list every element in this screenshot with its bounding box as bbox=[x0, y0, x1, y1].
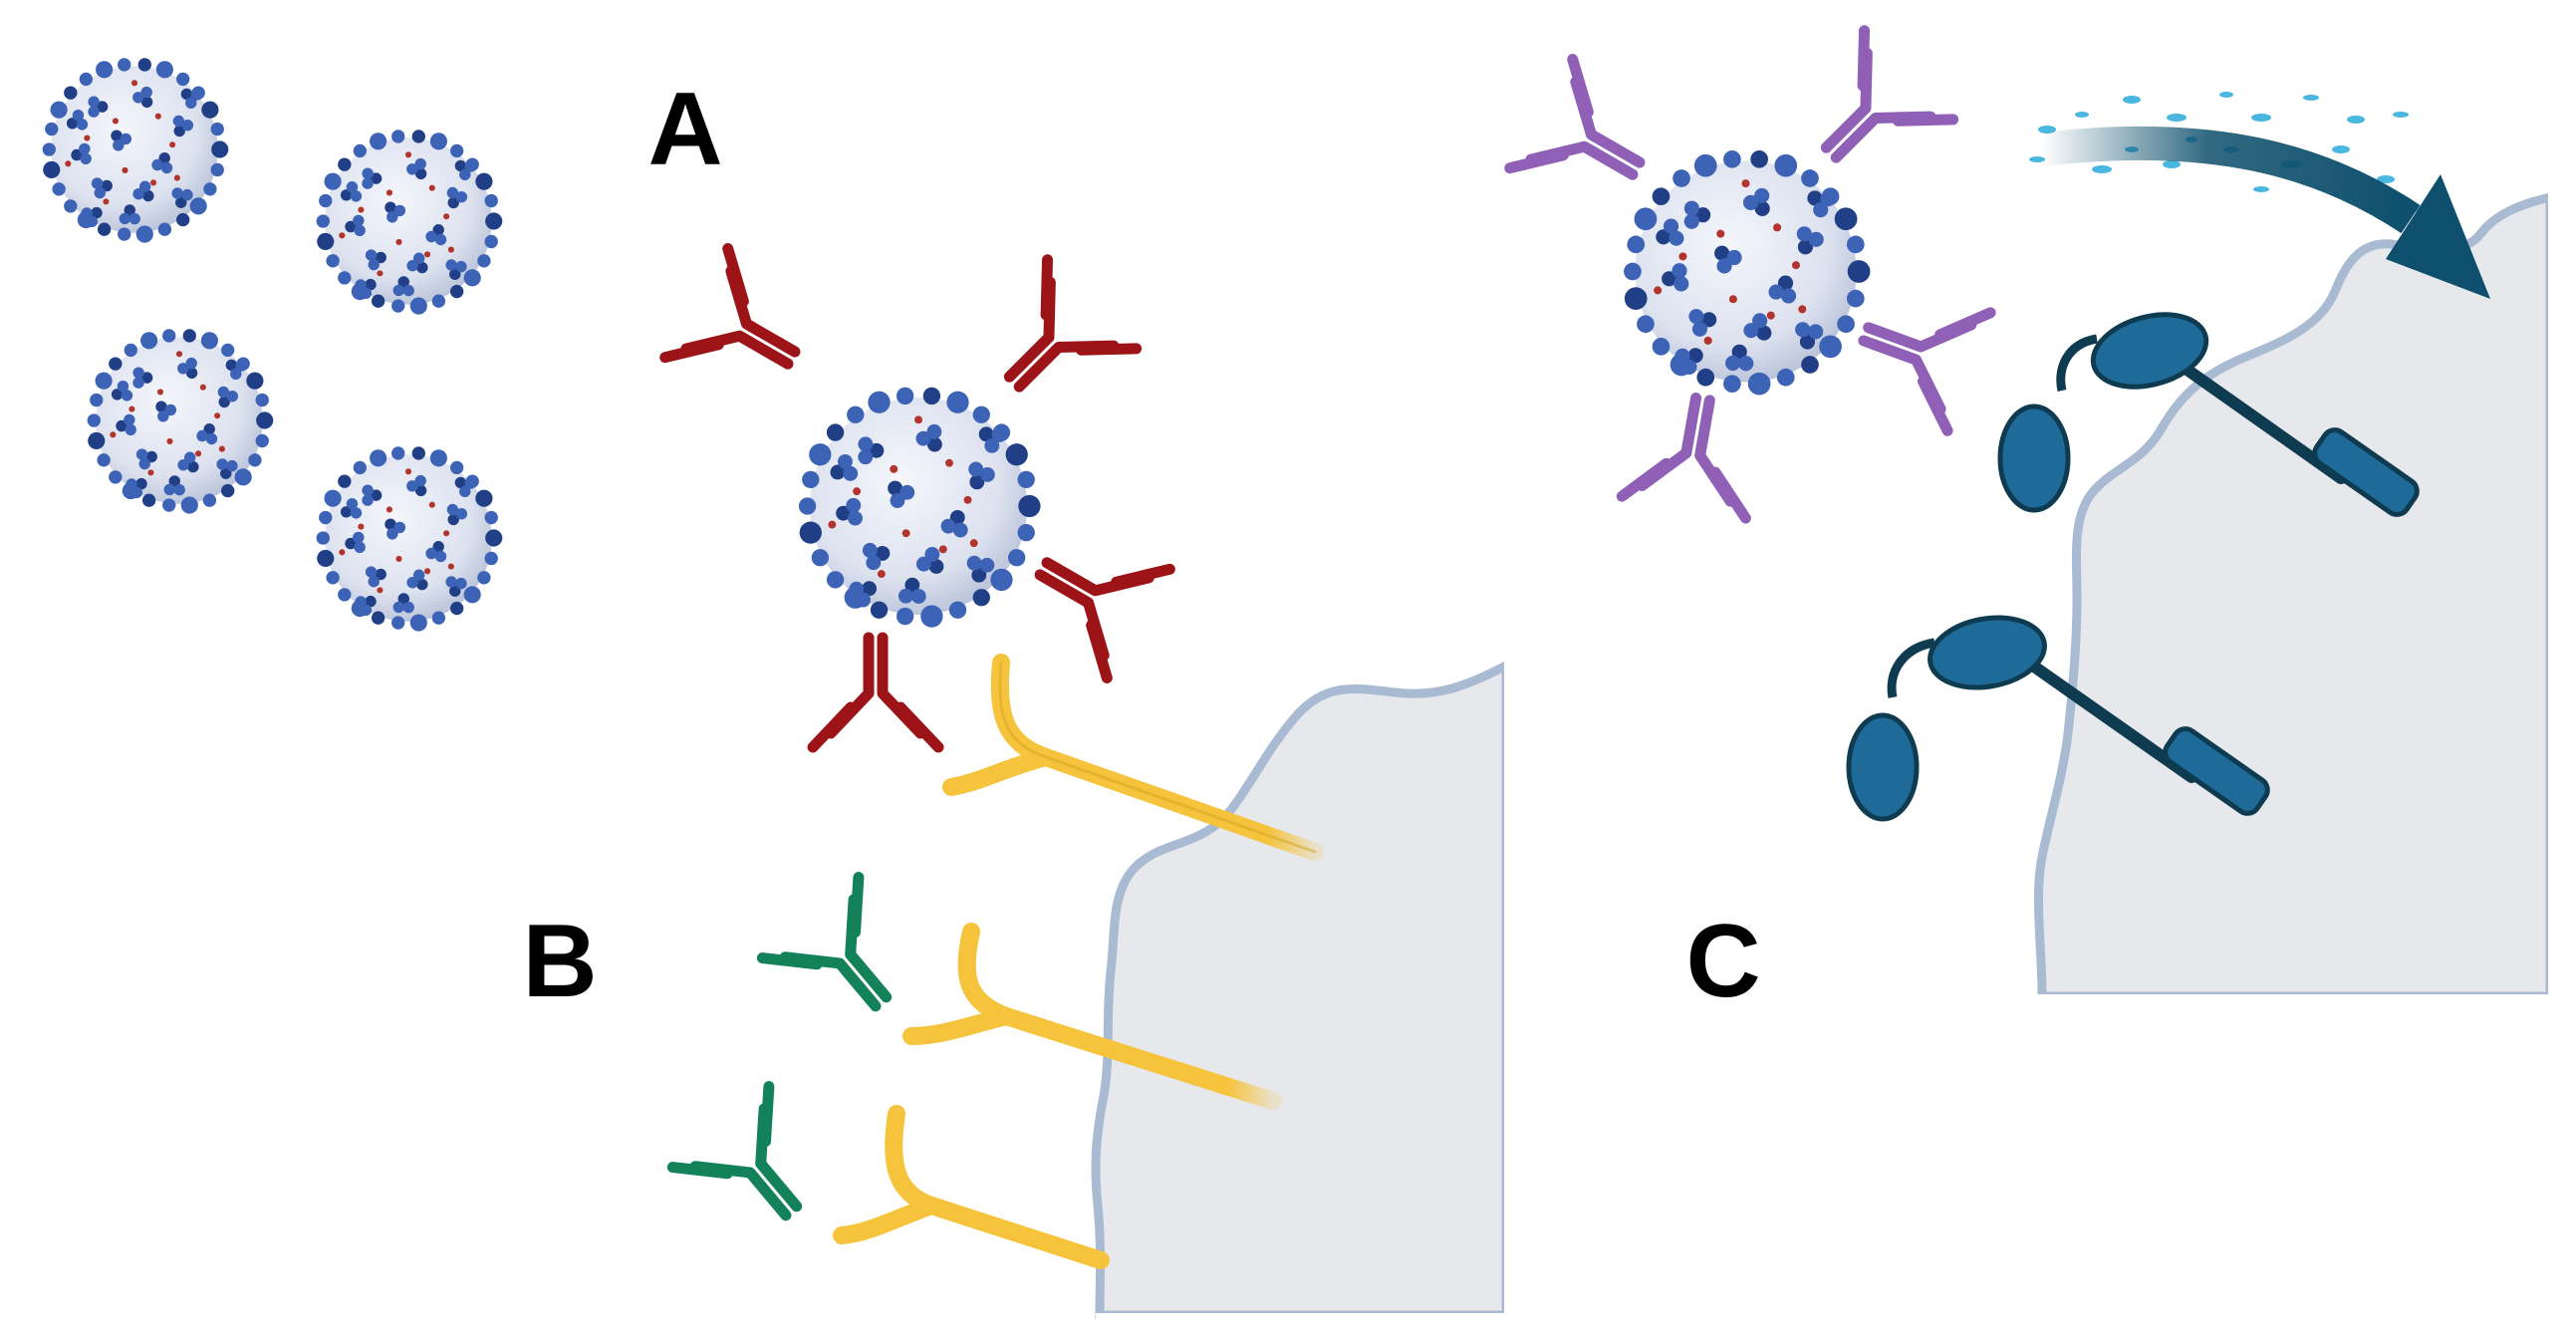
panel-a-complex bbox=[665, 249, 1170, 747]
panel-label-a: A bbox=[647, 72, 722, 187]
droplet bbox=[2075, 112, 2089, 118]
droplet bbox=[2029, 156, 2045, 162]
virus-icon bbox=[42, 58, 229, 243]
virus-icon bbox=[316, 130, 503, 315]
ace2-receptor-icon bbox=[942, 654, 1324, 861]
panel-c-complex bbox=[1510, 31, 1990, 518]
droplet bbox=[2347, 116, 2365, 124]
antibody-icon bbox=[1622, 389, 1764, 518]
droplet bbox=[2219, 92, 2233, 98]
virus-icon bbox=[1624, 149, 1871, 396]
antibody-icon bbox=[665, 249, 823, 412]
droplet bbox=[2253, 186, 2269, 192]
panel-label-b: B bbox=[522, 904, 597, 1019]
virus-icon bbox=[87, 329, 274, 514]
droplet bbox=[2092, 165, 2112, 173]
droplet bbox=[2303, 95, 2319, 101]
virus-icon bbox=[798, 387, 1041, 628]
antibody-icon bbox=[672, 1087, 839, 1251]
antibody-icon bbox=[1012, 514, 1169, 677]
free-virus-group bbox=[42, 58, 503, 632]
ace2-receptor-icon bbox=[902, 923, 1282, 1110]
host-cell-right bbox=[2033, 191, 2555, 1001]
fc-receptors bbox=[1846, 312, 2420, 822]
panel-label-c: C bbox=[1685, 904, 1760, 1019]
droplet bbox=[2167, 114, 2187, 122]
droplet bbox=[2123, 96, 2141, 104]
antibody-icon bbox=[1845, 275, 1990, 430]
non-neutralizing-antibodies bbox=[672, 878, 928, 1251]
fc-receptor-icon bbox=[1997, 312, 2420, 517]
droplet bbox=[2251, 114, 2271, 122]
antibody-icon bbox=[813, 638, 938, 747]
curved-arrow-icon bbox=[2040, 126, 2490, 299]
fc-receptor-icon bbox=[1846, 615, 2270, 822]
ace2-receptor-icon bbox=[833, 1105, 1110, 1269]
droplet bbox=[2377, 175, 2395, 183]
antibody-icon bbox=[970, 260, 1137, 426]
droplet bbox=[2163, 160, 2181, 168]
ace2-receptors bbox=[833, 654, 1324, 1269]
antibody-icon bbox=[762, 878, 928, 1042]
antibody-icon bbox=[1510, 60, 1668, 223]
virus-icon bbox=[316, 446, 503, 632]
droplet bbox=[2332, 145, 2350, 153]
droplet bbox=[2393, 112, 2409, 118]
host-cell-left bbox=[1091, 658, 1511, 1320]
